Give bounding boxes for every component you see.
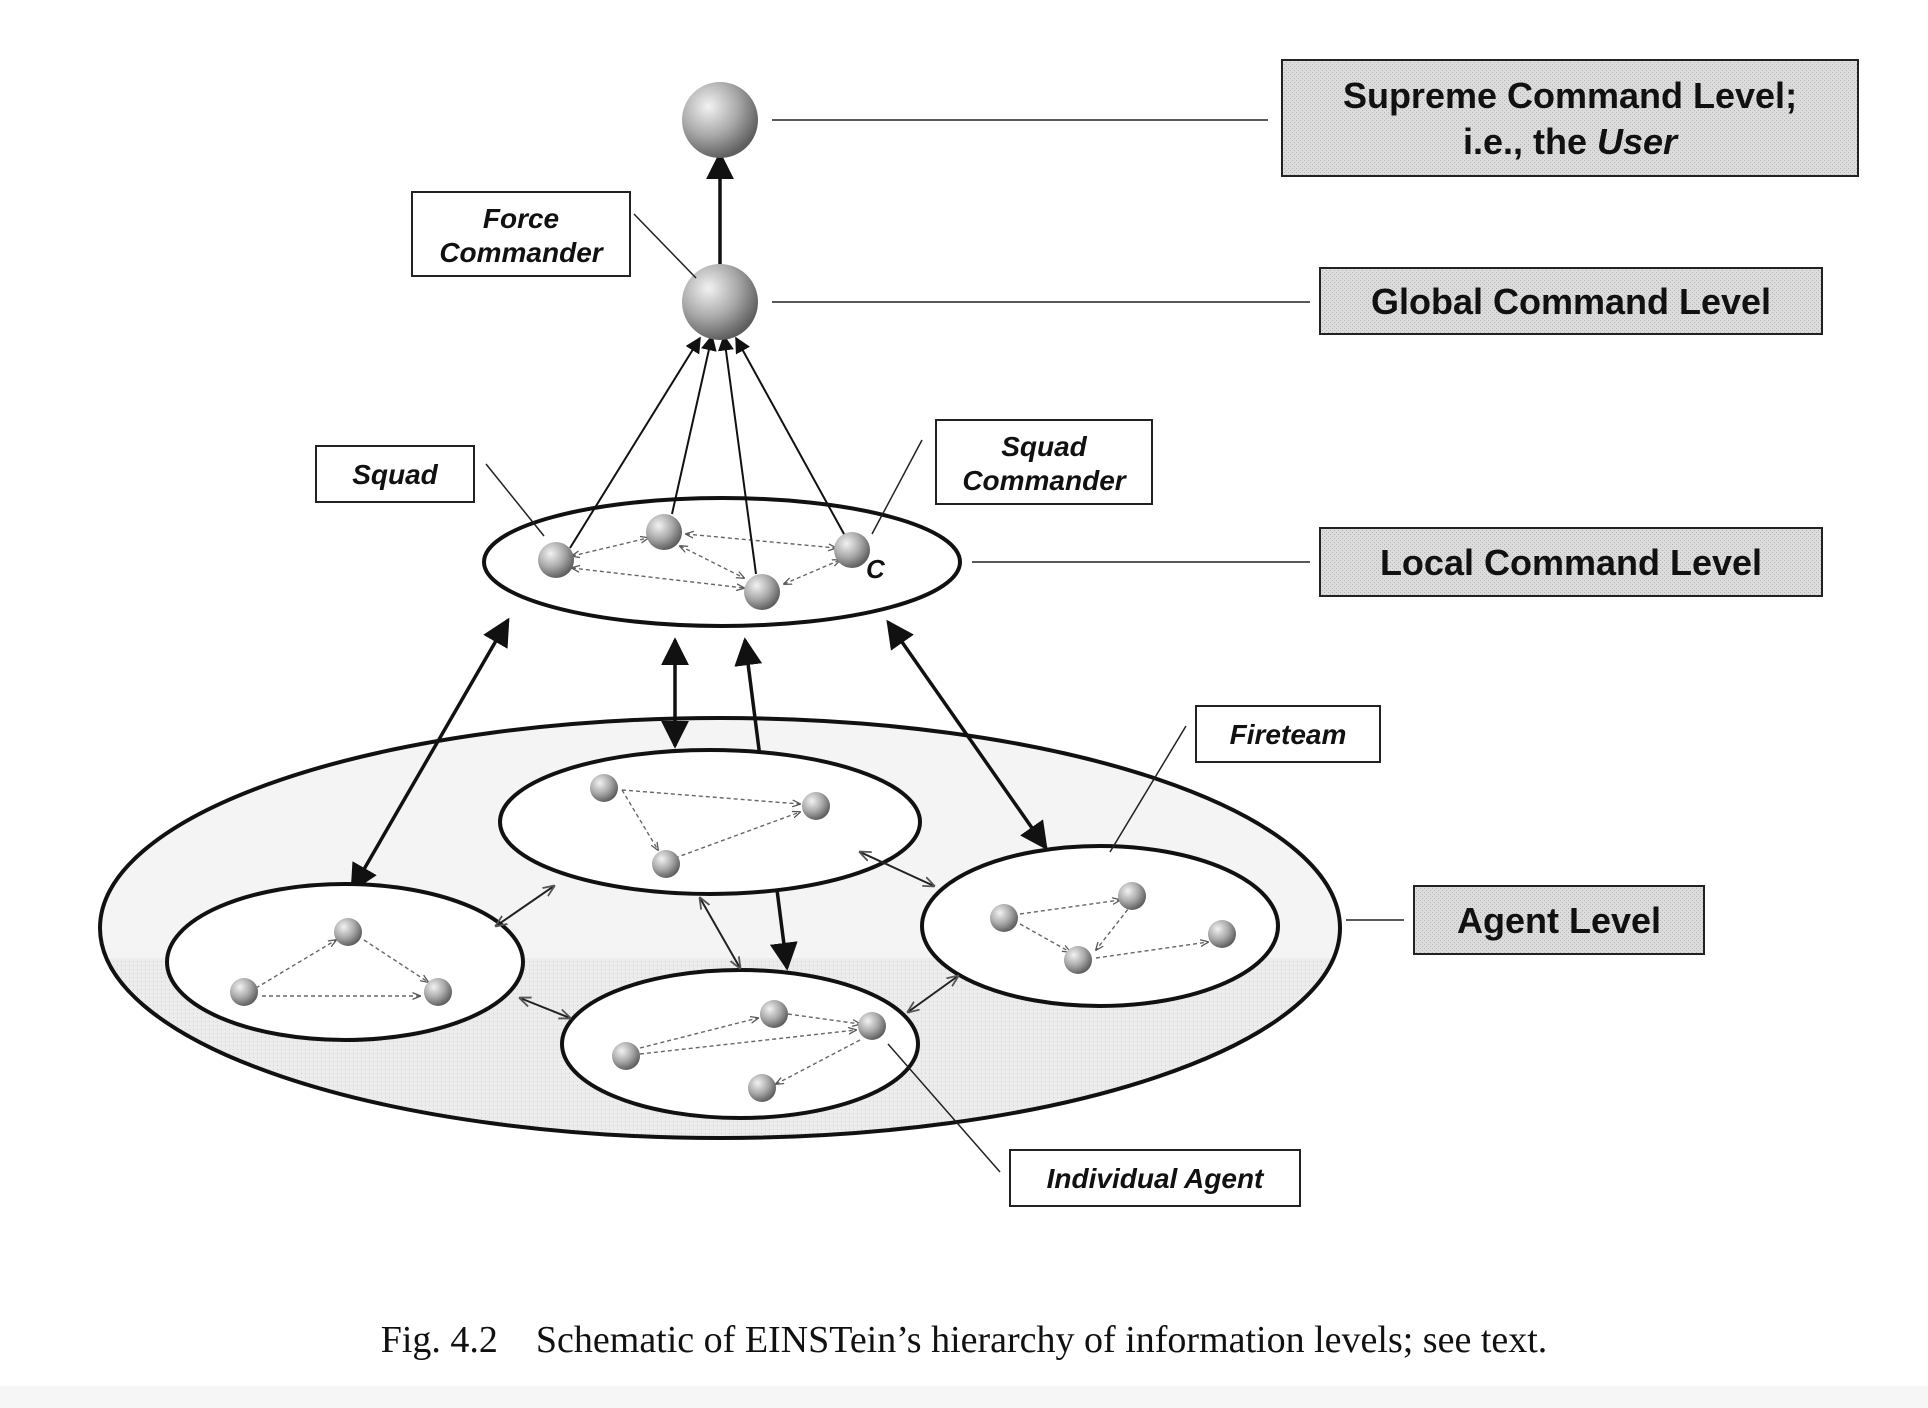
callout-fireteam: Fireteam <box>1109 705 1381 853</box>
agent-sphere <box>858 1012 886 1040</box>
agent-sphere <box>760 1000 788 1028</box>
supreme-level-line2: i.e., the User <box>1463 121 1679 162</box>
agent-level-label: Agent Level <box>1457 900 1661 941</box>
squad-member-sphere <box>646 514 682 550</box>
svg-text:Fireteam: Fireteam <box>1230 719 1347 750</box>
agent-sphere <box>334 918 362 946</box>
agent-sphere <box>1208 920 1236 948</box>
fireteam-left <box>165 882 525 1042</box>
agent-sphere <box>424 978 452 1006</box>
level-box-global: Global Command Level <box>1319 267 1823 335</box>
supreme-level-line1: Supreme Command Level; <box>1343 75 1797 116</box>
fireteam-links <box>496 852 958 1018</box>
svg-text:Individual Agent: Individual Agent <box>1047 1163 1265 1194</box>
caption-label: Fig. 4.2 <box>380 1319 498 1361</box>
agent-sphere <box>990 904 1018 932</box>
agent-sphere <box>802 792 830 820</box>
commander-marker: C <box>866 554 886 584</box>
level-connectors <box>772 119 1404 921</box>
agent-sphere <box>230 978 258 1006</box>
svg-text:Commander: Commander <box>439 237 604 268</box>
squad-member-sphere <box>538 542 574 578</box>
user-sphere <box>682 82 758 158</box>
agent-sphere <box>748 1074 776 1102</box>
force-commander-sphere <box>682 264 758 340</box>
agent-sphere <box>590 774 618 802</box>
squad-commander-sphere <box>834 532 870 568</box>
page-bottom-strip <box>0 1386 1928 1408</box>
local-command-ellipse: C <box>482 496 962 628</box>
callout-force-commander: Force Commander <box>411 191 697 279</box>
squad-to-force-arrows <box>569 334 845 575</box>
callout-squad-commander: Squad Commander <box>871 419 1153 535</box>
figure-caption: Fig. 4.2 Schematic of EINSTein’s hierarc… <box>0 1318 1928 1362</box>
arrow-local-fireteam-right <box>886 619 1048 851</box>
arrow-local-fireteam-left <box>350 617 510 893</box>
svg-text:Force: Force <box>483 203 559 234</box>
agent-sphere <box>1064 946 1092 974</box>
svg-text:Squad: Squad <box>352 459 438 490</box>
fireteam-top <box>498 748 922 896</box>
squad-member-sphere <box>744 574 780 610</box>
svg-text:Commander: Commander <box>962 465 1127 496</box>
local-level-label: Local Command Level <box>1380 542 1762 583</box>
level-box-agent: Agent Level <box>1413 885 1705 955</box>
caption-text: Schematic of EINSTein’s hierarchy of inf… <box>535 1319 1548 1361</box>
level-box-supreme: Supreme Command Level; i.e., the User <box>1281 59 1859 177</box>
global-level-label: Global Command Level <box>1371 281 1771 322</box>
level-box-local: Local Command Level <box>1319 527 1823 597</box>
callout-squad: Squad <box>315 445 545 537</box>
agent-sphere <box>652 850 680 878</box>
svg-text:Squad: Squad <box>1001 431 1087 462</box>
agent-sphere <box>612 1042 640 1070</box>
callout-individual-agent: Individual Agent <box>887 1043 1301 1207</box>
fireteam-bottom <box>560 968 920 1120</box>
fireteam-right <box>920 844 1280 1008</box>
agent-sphere <box>1118 882 1146 910</box>
